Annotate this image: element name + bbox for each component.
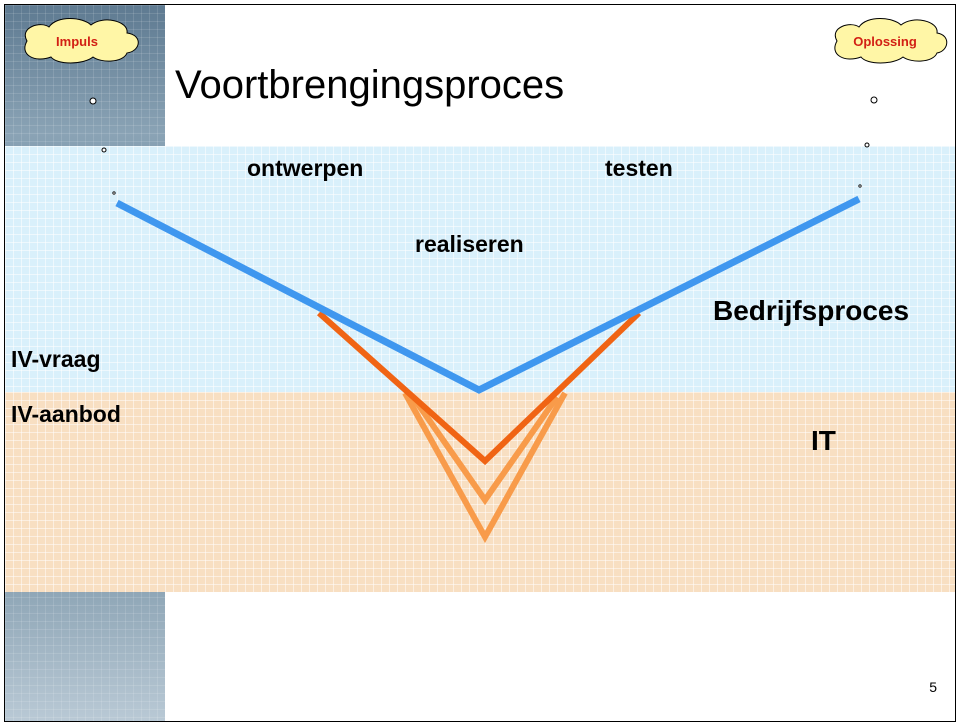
layer-label-it: IT	[811, 425, 836, 456]
slide: Voortbrengingsproces Impuls Oplossing on…	[4, 4, 956, 722]
layer-label-business: Bedrijfsproces	[713, 295, 910, 326]
thought-bubble-dot	[101, 147, 107, 153]
phase-label-realize: realiseren	[415, 231, 524, 257]
business-process-band	[5, 146, 955, 392]
it-v-line-deep	[402, 391, 568, 544]
cloud-label-left: Impuls	[56, 34, 98, 49]
thought-bubble-dot	[870, 96, 878, 104]
cloud-shape-right	[834, 18, 948, 64]
cloud-label-right: Oplossing	[853, 34, 917, 49]
phase-label-design: ontwerpen	[247, 155, 364, 181]
v-model-diagram: Impuls Oplossing	[24, 18, 948, 544]
it-v-line-mid	[410, 395, 560, 506]
thought-bubble-dot	[112, 191, 116, 195]
thought-cloud-left: Impuls	[24, 18, 139, 195]
thought-cloud-right: Oplossing	[834, 18, 948, 188]
business-v-line	[115, 195, 861, 394]
cloud-shape-left	[24, 18, 139, 64]
slide-title: Voortbrengingsproces	[175, 63, 565, 107]
layer-label-demand: IV-vraag	[11, 346, 101, 372]
thought-bubble-dot	[864, 142, 870, 148]
slide-number: 5	[929, 679, 937, 695]
phase-label-test: testen	[605, 155, 673, 181]
thought-bubble-dot	[89, 97, 97, 105]
it-v-line-primary	[317, 310, 642, 466]
thought-bubble-dot	[858, 184, 862, 188]
layer-label-supply: IV-aanbod	[11, 401, 121, 427]
